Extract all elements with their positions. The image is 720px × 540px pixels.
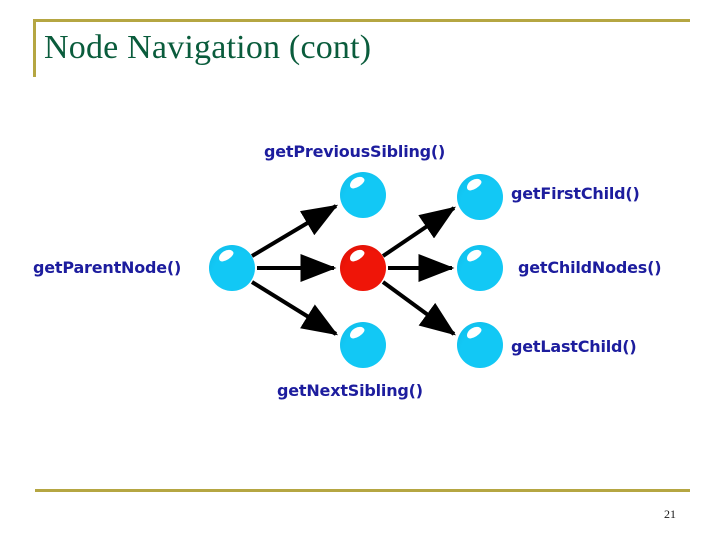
page-title: Node Navigation (cont) [44,29,372,66]
edge-current-to-last-child [381,280,456,336]
label-get-first-child: getFirstChild() [511,184,640,203]
node-child-nodes[interactable] [457,245,503,291]
label-get-last-child: getLastChild() [511,337,637,356]
sphere-highlight [347,324,366,341]
label-get-previous-sibling: getPreviousSibling() [264,142,446,161]
diagram-arrows [250,204,456,336]
node-next-sibling[interactable] [340,322,386,368]
label-get-next-sibling: getNextSibling() [277,381,423,400]
sphere-highlight [464,324,483,341]
node-current[interactable] [340,245,386,291]
node-last-child[interactable] [457,322,503,368]
label-get-child-nodes: getChildNodes() [518,258,662,277]
title-top-rule [33,19,690,22]
edge-parent-to-previous-sibling [250,204,339,258]
footer-rule [35,489,690,492]
title-left-rule [33,19,36,77]
page-number: 21 [664,507,676,521]
sphere-highlight [347,174,366,191]
sphere-highlight [216,247,235,264]
sphere-highlight [347,247,366,264]
node-navigation-diagram: getPreviousSibling() getParentNode() get… [0,110,720,440]
sphere-highlight [464,176,483,193]
label-get-parent-node: getParentNode() [33,258,182,277]
edge-current-to-first-child [381,206,456,258]
node-parent[interactable] [209,245,255,291]
node-previous-sibling[interactable] [340,172,386,218]
node-first-child[interactable] [457,174,503,220]
edge-parent-to-next-sibling [250,280,339,336]
sphere-highlight [464,247,483,264]
